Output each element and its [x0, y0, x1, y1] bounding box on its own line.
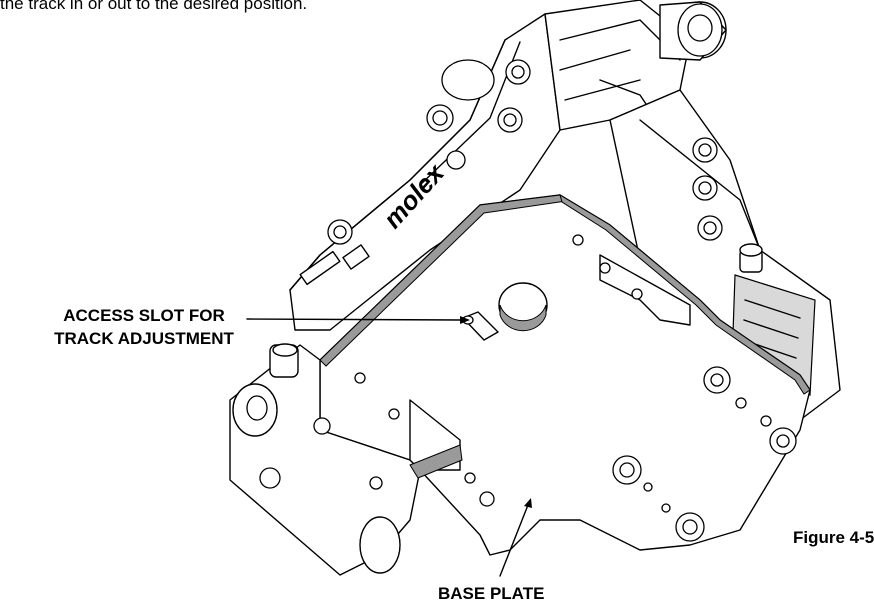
- figure-label: Figure 4-5: [793, 528, 874, 547]
- tool-body-left-wall: [289, 13, 561, 331]
- callout-leaders: [246, 316, 532, 577]
- adjustment-cylinder: [544, 0, 727, 131]
- callout-access-slot-line-1: ACCESS SLOT FOR: [63, 306, 225, 325]
- callout-access-slot: ACCESS SLOT FOR TRACK ADJUSTMENT: [38, 304, 250, 350]
- intro-text: the track in or out to the desired posit…: [0, 0, 308, 13]
- left-bracket: [229, 343, 463, 576]
- callout-base-plate: BASE PLATE: [438, 584, 545, 603]
- callout-access-slot-line-2: TRACK ADJUSTMENT: [54, 329, 234, 348]
